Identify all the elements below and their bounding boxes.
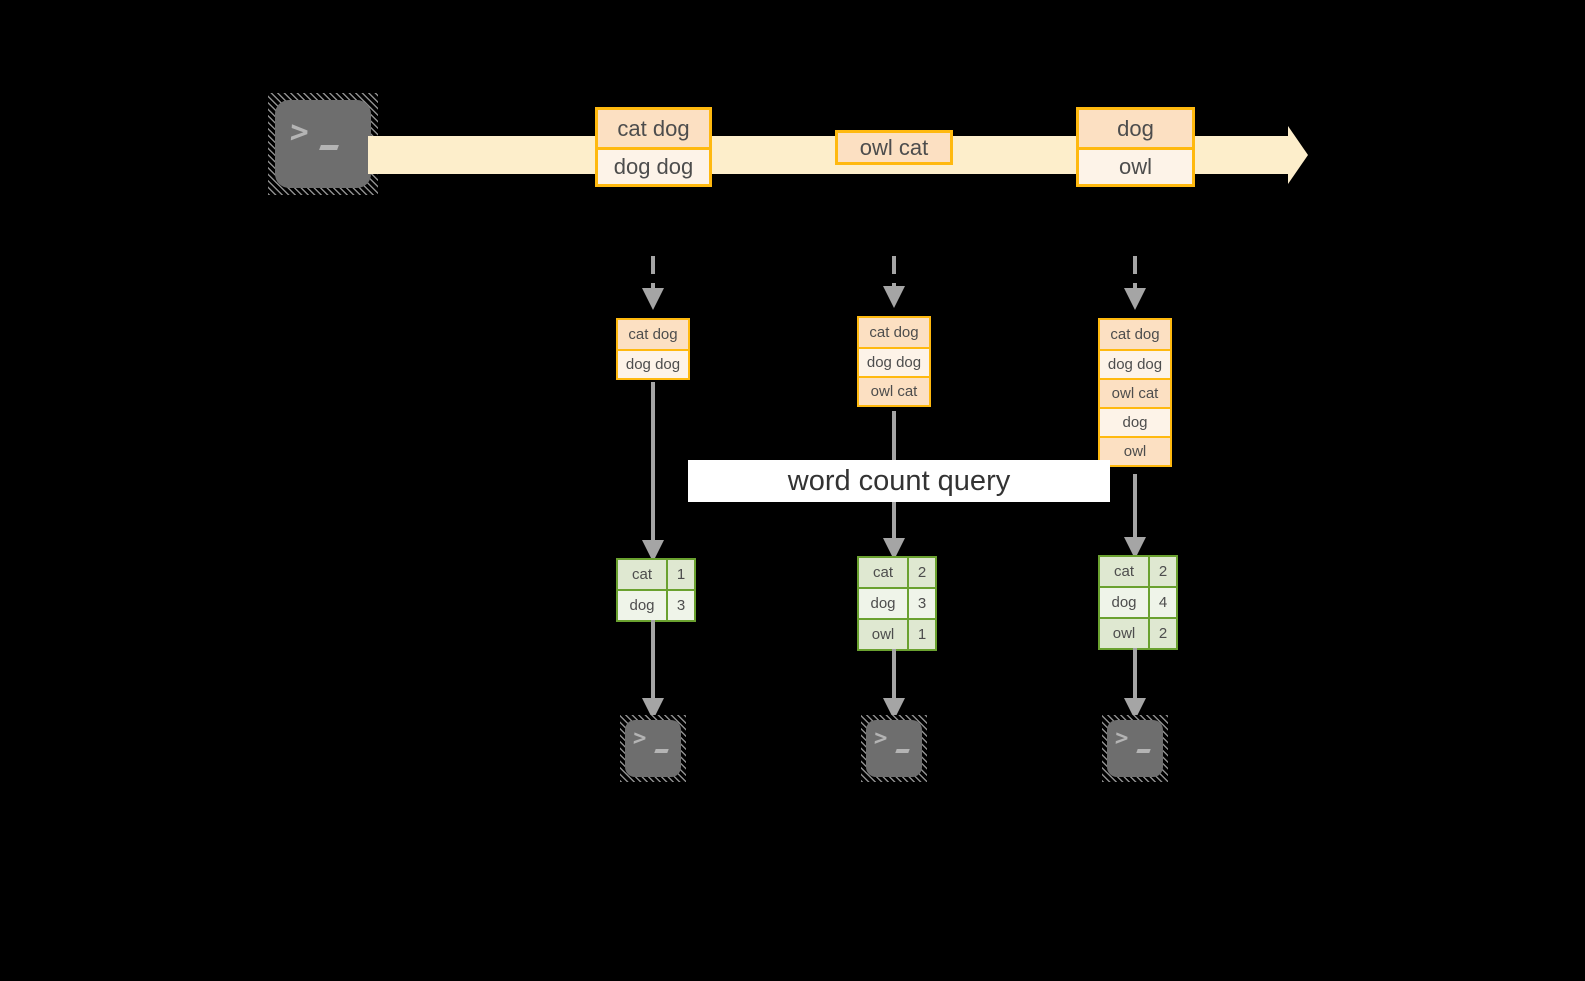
result-to-sink-connector-2	[892, 649, 896, 720]
query-banner-label: word count query	[787, 464, 1011, 497]
stream-block-1: cat dog dog dog	[595, 107, 712, 187]
result-word: owl	[859, 620, 907, 649]
stream-line: owl cat	[838, 133, 950, 162]
stream-to-batch-connector	[1133, 256, 1137, 298]
stream-line: cat dog	[598, 110, 709, 147]
batch-row: dog dog	[618, 349, 688, 378]
terminal-prompt: >	[268, 93, 378, 195]
result-count: 1	[907, 620, 935, 649]
result-count: 3	[907, 589, 935, 618]
prompt-chevron-icon: >	[873, 726, 890, 751]
stream-to-batch-arrowhead-icon	[642, 288, 664, 310]
source-terminal-icon: >	[268, 93, 378, 195]
stream-block-2: owl cat	[835, 130, 953, 165]
micro-batch-table-3: cat dog dog dog owl cat dog owl	[1098, 318, 1172, 467]
batch-row: dog dog	[1100, 349, 1170, 378]
result-count: 1	[666, 560, 694, 589]
result-word: dog	[1100, 588, 1148, 617]
result-word: dog	[618, 591, 666, 620]
stream-line: owl	[1079, 147, 1192, 184]
prompt-cursor-icon	[319, 145, 339, 150]
result-row: cat 1	[618, 560, 694, 589]
sink-terminal-icon-2: >	[861, 715, 927, 782]
result-word: owl	[1100, 619, 1148, 648]
result-table-2: cat 2 dog 3 owl 1	[857, 556, 937, 651]
stream-to-batch-arrowhead-icon	[1124, 288, 1146, 310]
micro-batch-table-2: cat dog dog dog owl cat	[857, 316, 931, 407]
terminal-prompt: >	[620, 715, 686, 782]
prompt-cursor-icon	[1136, 749, 1151, 753]
stream-arrow-head-icon	[1288, 126, 1308, 184]
terminal-prompt: >	[1102, 715, 1168, 782]
result-count: 2	[1148, 619, 1176, 648]
result-row: dog 4	[1100, 586, 1176, 617]
prompt-cursor-icon	[654, 749, 669, 753]
result-to-sink-arrowhead-icon	[883, 698, 905, 720]
result-table-1: cat 1 dog 3	[616, 558, 696, 622]
stream-to-batch-connector	[892, 256, 896, 296]
stream-block-3: dog owl	[1076, 107, 1195, 187]
stream-line: dog	[1079, 110, 1192, 147]
batch-row: owl cat	[1100, 378, 1170, 407]
result-row: cat 2	[859, 558, 935, 587]
batch-row: dog	[1100, 407, 1170, 436]
terminal-prompt: >	[861, 715, 927, 782]
result-to-sink-arrowhead-icon	[1124, 698, 1146, 720]
stream-line: dog dog	[598, 147, 709, 184]
result-to-sink-connector-3	[1133, 648, 1137, 720]
result-to-sink-arrowhead-icon	[642, 698, 664, 720]
batch-to-result-arrowhead-icon	[1124, 537, 1146, 559]
result-row: cat 2	[1100, 557, 1176, 586]
result-row: dog 3	[859, 587, 935, 618]
result-table-3: cat 2 dog 4 owl 2	[1098, 555, 1178, 650]
result-count: 2	[907, 558, 935, 587]
terminal-plate	[625, 720, 681, 777]
prompt-chevron-icon: >	[1114, 726, 1131, 751]
micro-batch-table-1: cat dog dog dog	[616, 318, 690, 380]
prompt-cursor-icon	[895, 749, 910, 753]
terminal-plate	[1107, 720, 1163, 777]
batch-row: cat dog	[859, 318, 929, 347]
batch-to-result-connector-1	[651, 382, 655, 572]
batch-to-result-arrowhead-icon	[883, 538, 905, 560]
stream-to-batch-arrowhead-icon	[883, 286, 905, 308]
result-word: cat	[618, 560, 666, 589]
sink-terminal-icon-1: >	[620, 715, 686, 782]
batch-to-result-arrowhead-icon	[642, 540, 664, 562]
prompt-chevron-icon: >	[632, 726, 649, 751]
query-banner: word count query	[688, 460, 1110, 502]
batch-row: owl	[1100, 436, 1170, 465]
terminal-plate	[866, 720, 922, 777]
sink-terminal-icon-3: >	[1102, 715, 1168, 782]
batch-row: dog dog	[859, 347, 929, 376]
result-count: 2	[1148, 557, 1176, 586]
terminal-plate	[275, 100, 371, 188]
prompt-chevron-icon: >	[288, 114, 311, 150]
result-word: cat	[859, 558, 907, 587]
result-row: owl 2	[1100, 617, 1176, 648]
result-word: dog	[859, 589, 907, 618]
result-word: cat	[1100, 557, 1148, 586]
result-to-sink-connector-1	[651, 620, 655, 720]
result-count: 3	[666, 591, 694, 620]
batch-row: cat dog	[1100, 320, 1170, 349]
result-row: owl 1	[859, 618, 935, 649]
batch-row: owl cat	[859, 376, 929, 405]
batch-row: cat dog	[618, 320, 688, 349]
result-count: 4	[1148, 588, 1176, 617]
result-row: dog 3	[618, 589, 694, 620]
batch-to-result-connector-3	[1133, 474, 1137, 570]
stream-to-batch-connector	[651, 256, 655, 298]
